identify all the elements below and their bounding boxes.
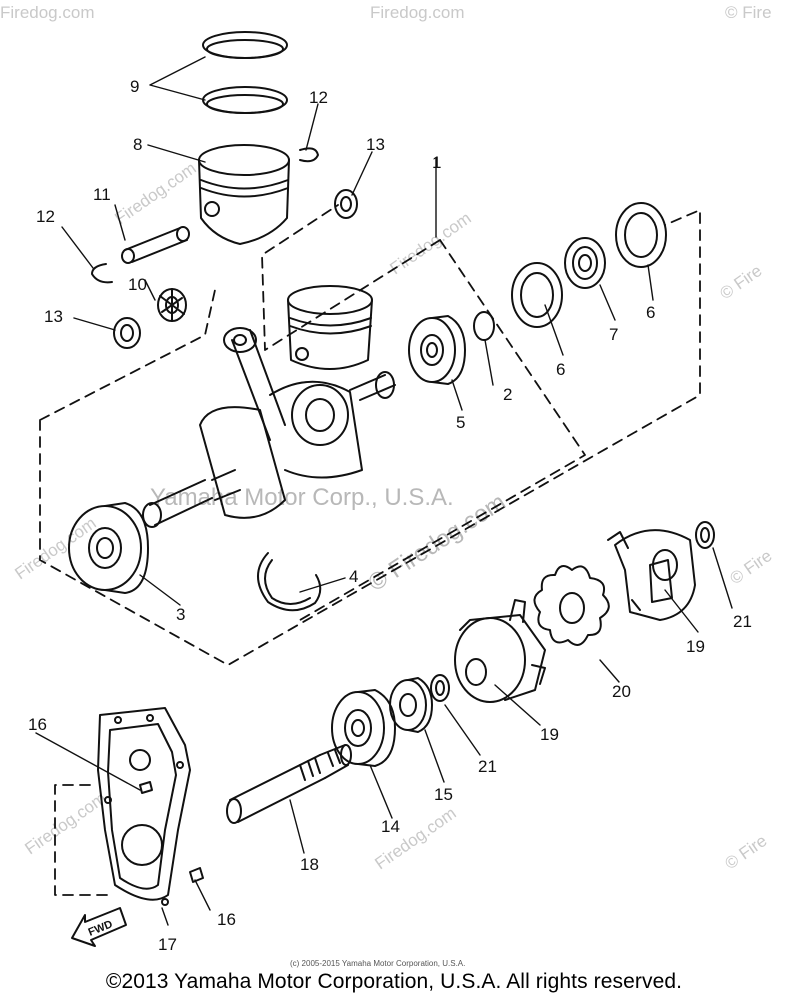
- callout-3: 3: [176, 605, 185, 624]
- callout-12-left: 12: [36, 207, 55, 226]
- callout-16-lower: 16: [217, 910, 236, 929]
- shim-middle: [511, 262, 563, 328]
- crankshaft-assembly: [142, 285, 396, 528]
- callout-13-left: 13: [44, 307, 63, 326]
- oil-seal-crank: [564, 237, 606, 289]
- circlip-left: [91, 263, 113, 284]
- rubber-damper: [533, 565, 610, 646]
- watermark-top-left: Firedog.com: [0, 3, 94, 22]
- collar-21-upper: [695, 521, 715, 549]
- callout-14: 14: [381, 817, 400, 836]
- crank-assembly-dashed-outline: [39, 204, 701, 666]
- dowel-pin-lower: [189, 867, 204, 883]
- coupling-lower: [454, 599, 546, 703]
- main-bearing-left: [68, 502, 149, 594]
- callout-2: 2: [503, 385, 512, 404]
- callout-20: 20: [612, 682, 631, 701]
- gasket-dashed-bracket: [54, 784, 111, 896]
- copyright-small: (c) 2005-2015 Yamaha Motor Corporation, …: [290, 959, 465, 968]
- watermarks: Firedog.com Firedog.com © Fire Firedog.c…: [0, 3, 775, 873]
- watermark-top-right: © Fire: [725, 3, 772, 22]
- piston-rings: [202, 31, 288, 114]
- callout-19-upper: 19: [686, 637, 705, 656]
- piston-pin: [121, 226, 190, 264]
- needle-bearing: [157, 288, 187, 322]
- copyright-footer: ©2013 Yamaha Motor Corporation, U.S.A. A…: [105, 970, 683, 993]
- callout-9: 9: [130, 77, 139, 96]
- shim-right: [615, 202, 667, 268]
- gasket: [97, 707, 191, 906]
- watermark-top-center: Firedog.com: [370, 3, 464, 22]
- callout-10: 10: [128, 275, 147, 294]
- bearing-14: [331, 689, 396, 767]
- callout-21-lower: 21: [478, 757, 497, 776]
- circlip-upper: [299, 147, 319, 163]
- callout-21-upper: 21: [733, 612, 752, 631]
- callout-19-lower: 19: [540, 725, 559, 744]
- watermark-upper-left: Firedog.com: [111, 159, 199, 229]
- fwd-arrow: [71, 907, 127, 947]
- callout-15: 15: [434, 785, 453, 804]
- callout-1: 1: [432, 153, 441, 172]
- coupling-upper: [607, 529, 696, 621]
- callout-4: 4: [349, 567, 358, 586]
- callout-labels: 1 2 3 4 5 6 6 7 8 9 10 11 12 12 13 13 14…: [28, 77, 752, 954]
- oil-seal-upper: [334, 189, 358, 219]
- circlip-crank: [257, 552, 322, 612]
- watermark-right-upper: © Fire: [716, 261, 765, 303]
- drive-shaft: [226, 744, 352, 824]
- callout-12-upper: 12: [309, 88, 328, 107]
- callout-18: 18: [300, 855, 319, 874]
- watermark-right-middle: © Fire: [726, 546, 775, 588]
- watermark-yamaha: Yamaha Motor Corp., U.S.A.: [150, 484, 454, 511]
- watermark-center-bottom: Firedog.com: [371, 804, 459, 874]
- callout-16-upper: 16: [28, 715, 47, 734]
- o-ring: [473, 311, 495, 341]
- piston: [198, 144, 290, 245]
- callout-8: 8: [133, 135, 142, 154]
- callout-6-left: 6: [556, 360, 565, 379]
- callout-17: 17: [158, 935, 177, 954]
- leader-lines: [35, 56, 733, 926]
- watermark-left-middle: Firedog.com: [11, 514, 99, 584]
- main-bearing-right: [408, 315, 466, 385]
- callout-6-right: 6: [646, 303, 655, 322]
- callout-13-upper: 13: [366, 135, 385, 154]
- callout-7: 7: [609, 325, 618, 344]
- watermark-right-bottom: © Fire: [721, 831, 770, 873]
- dowel-pin-upper: [139, 781, 153, 794]
- watermark-left-bottom: Firedog.com: [21, 789, 109, 859]
- callout-11: 11: [93, 185, 111, 204]
- bearing-15: [389, 677, 433, 733]
- watermark-upper-center: Firedog.com: [386, 209, 474, 279]
- callout-5: 5: [456, 413, 465, 432]
- collar-21-lower: [430, 674, 450, 702]
- oil-seal-left: [113, 317, 141, 349]
